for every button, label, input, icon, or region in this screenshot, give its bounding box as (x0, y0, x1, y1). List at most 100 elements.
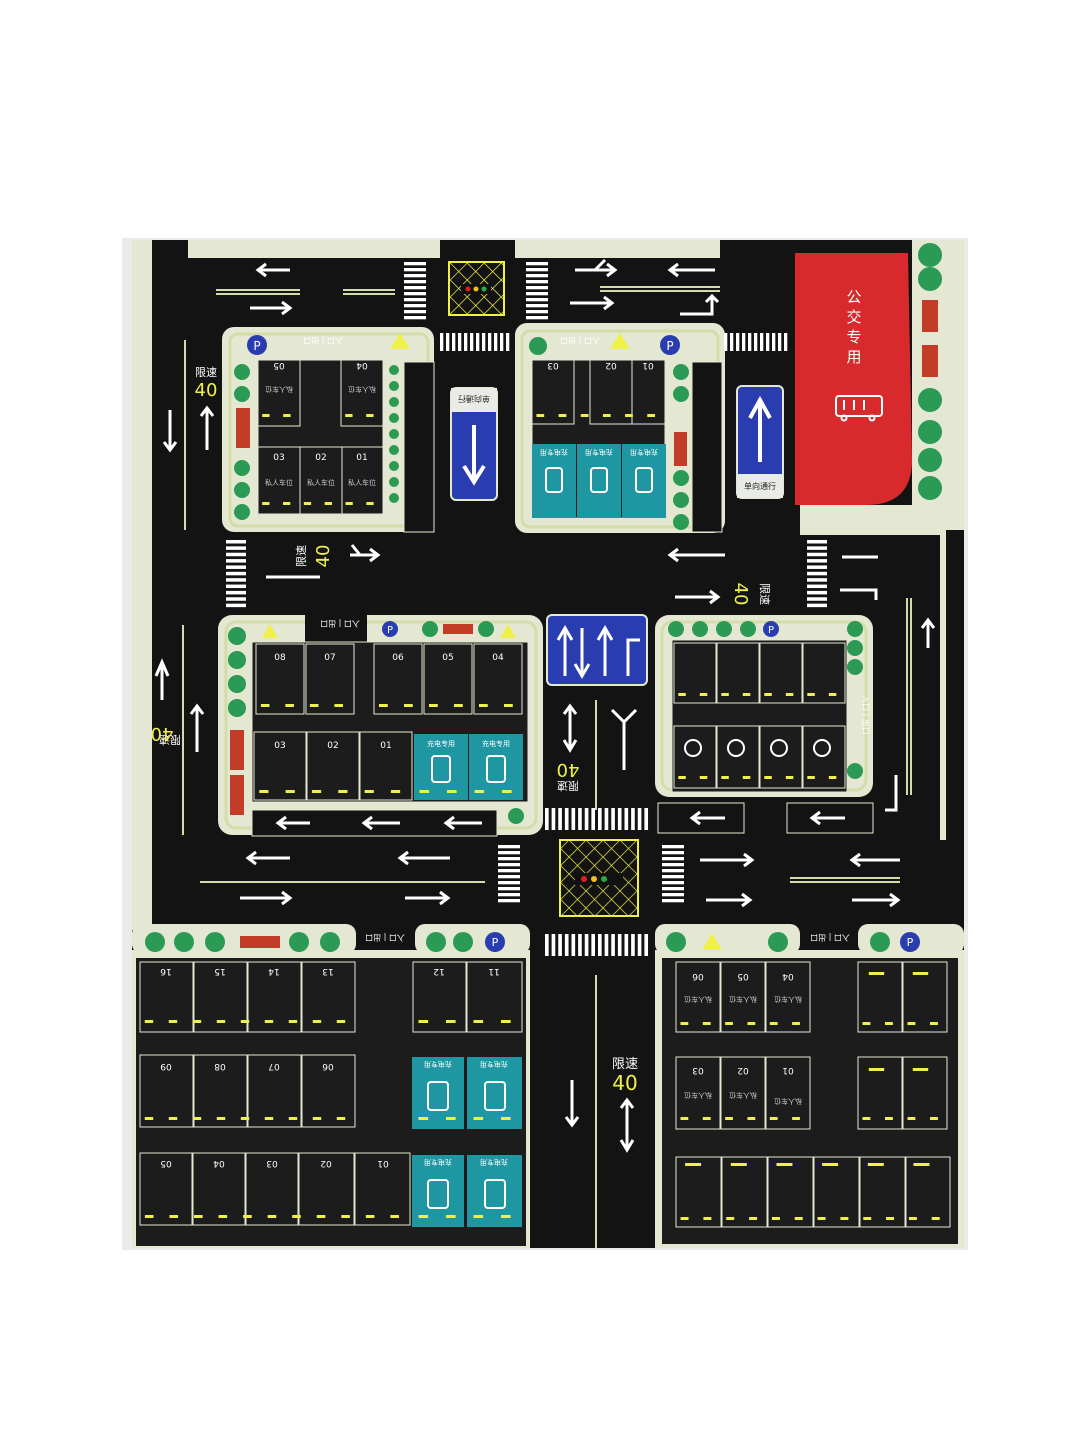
parking-line (259, 790, 401, 793)
slot-number: 16 (160, 966, 172, 976)
charger-icon (431, 755, 506, 783)
parking-line (144, 1215, 399, 1218)
bus-icon (835, 395, 883, 422)
parking-line (680, 1217, 940, 1220)
entry-exit-label: 入口 | 出口 (861, 695, 871, 735)
arrow-left-icon (849, 852, 900, 868)
bench-icon (922, 345, 938, 377)
arrow-split-icon (852, 892, 901, 908)
arrow-turn-icon (885, 775, 898, 812)
private-slot-label: 私人车位 (348, 478, 376, 487)
arrow-right-icon (570, 295, 615, 311)
slot-number: 03 (273, 453, 284, 463)
slot-number: 01 (642, 360, 653, 370)
parking-sign-label: P (666, 339, 673, 353)
parking-line (345, 414, 374, 417)
parking-sign-icon (763, 621, 779, 637)
slot-number: 15 (214, 966, 225, 976)
one-way-sign-down: 单向通行 (450, 387, 498, 501)
arrow-right-icon (706, 892, 753, 908)
one-way-label: 单向通行 (744, 481, 776, 491)
parking-line (144, 1117, 346, 1120)
parking-line (419, 790, 512, 793)
arrow-up-icon (199, 405, 215, 450)
speed-limit-label: 限速 (612, 1057, 638, 1072)
arrow-split-icon (405, 890, 451, 906)
block-a: P 入口 | 出口 05 04 私人车位 私人车位 03 02 01 私人车位 … (222, 327, 435, 533)
parking-line (536, 414, 656, 417)
slot-number: 04 (782, 971, 794, 981)
parking-line (260, 704, 343, 707)
entry-exit-label: 入口 | 出口 (320, 619, 360, 629)
arrow-left-icon (667, 547, 725, 563)
arrow-down-icon (564, 1080, 580, 1128)
crosswalk (807, 540, 827, 608)
arrow-split-icon (350, 544, 381, 563)
one-way-label: 单向通行 (458, 394, 490, 404)
slot-number: 06 (322, 1061, 334, 1071)
bench-icon (240, 936, 280, 948)
speed-limit-label: 限速 (557, 779, 579, 792)
parking-sign-label: P (387, 625, 393, 636)
slot-number: 05 (737, 971, 748, 981)
tree-icon (228, 621, 524, 824)
speed-limit-value: 40 (195, 380, 218, 401)
bench-icon (230, 730, 244, 770)
slot-number: 13 (322, 966, 333, 976)
parking-line (262, 502, 374, 505)
speed-limit-value: 40 (612, 1071, 637, 1095)
parking-sign-icon (900, 932, 920, 952)
slot-number: 08 (274, 653, 286, 663)
parking-sign-icon (660, 335, 680, 355)
private-slot-label: 私人车位 (774, 1097, 802, 1106)
bench-icon (230, 775, 244, 815)
slot-number: 03 (547, 360, 558, 370)
charger-icon (427, 1081, 506, 1209)
entry-exit-label: 入口 | 出口 (365, 933, 405, 943)
traffic-light-box (559, 839, 639, 917)
arrow-down-icon (162, 410, 178, 453)
slot-number: 08 (214, 1061, 226, 1071)
private-slot-label: 私人车位 (684, 1091, 712, 1100)
charging-label: 充电专用 (480, 1060, 508, 1069)
slot-number: 04 (492, 653, 504, 663)
parking-line (868, 972, 929, 975)
private-slot-label: 私人车位 (684, 995, 712, 1004)
arrow-split-icon (700, 852, 755, 868)
slot-number: 12 (433, 966, 444, 976)
bus-lane-char-2: 交 (846, 308, 861, 326)
crosswalk (545, 808, 649, 830)
parking-line (862, 1117, 938, 1120)
parking-line (418, 1117, 511, 1120)
slot-number: 04 (356, 360, 368, 370)
warning-sign-icon (610, 333, 630, 349)
arrow-split-icon (575, 258, 618, 278)
parking-line (868, 1068, 929, 1071)
arrow-right-icon (250, 300, 293, 316)
traffic-light-box (448, 261, 505, 316)
speed-limit-label: 限速 (159, 733, 181, 746)
ev-slot (469, 734, 523, 800)
charging-label: 充电专用 (630, 448, 658, 457)
charging-label: 充电专用 (480, 1158, 508, 1167)
arrow-split-icon (619, 1097, 635, 1153)
slot-number: 01 (782, 1065, 793, 1075)
slot-number: 02 (327, 741, 338, 751)
parking-line (685, 1163, 930, 1166)
charging-label: 充电专用 (427, 739, 455, 748)
right-curb (800, 240, 964, 840)
crosswalk (724, 333, 788, 351)
slot-number: 04 (213, 1158, 225, 1168)
arrow-split-icon (562, 703, 578, 753)
slot-number: 01 (377, 1158, 388, 1168)
bus-lane: 公 交 专 用 (795, 253, 912, 505)
arrow-turn-icon (920, 617, 936, 648)
arrow-turn-icon (680, 293, 720, 316)
speed-limit-value: 40 (313, 545, 334, 568)
warning-sign-icon (262, 624, 278, 638)
arrow-left-icon (255, 262, 290, 278)
parking-line (862, 1022, 938, 1025)
block-d: P 入口 | 出口 08 07 06 05 04 03 02 01 充电专用 充… (218, 612, 543, 837)
parking-line (678, 776, 837, 779)
